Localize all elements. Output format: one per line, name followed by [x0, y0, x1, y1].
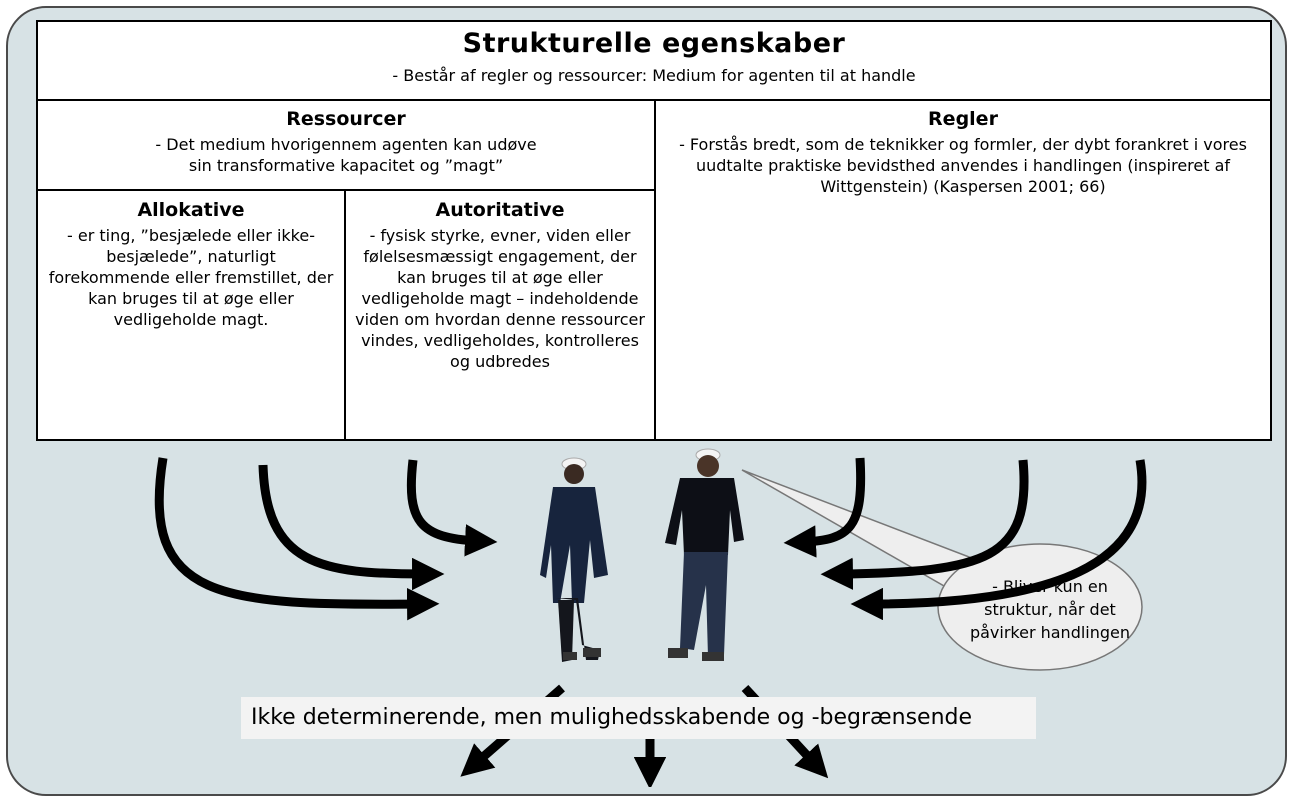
worker-figure-icon [540, 457, 608, 662]
regler-text: - Forstås bredt, som de teknikker og for… [679, 135, 1247, 196]
autoritative-text: - fysisk styrke, evner, viden eller føle… [355, 226, 645, 371]
arrow-right-3 [850, 459, 1147, 621]
arrow-left-2 [258, 464, 445, 591]
ressourcer-heading: Ressourcer [286, 108, 406, 130]
arrow-left-3 [406, 459, 498, 557]
ressourcer-box: Ressourcer - Det medium hvorigennem agen… [36, 99, 656, 191]
diagram-subtitle: - Består af regler og ressourcer: Medium… [392, 66, 916, 85]
bottom-label: Ikke determinerende, men mulighedsskaben… [241, 697, 1036, 739]
arrow-right-1 [783, 457, 866, 558]
autoritative-heading: Autoritative [435, 199, 565, 221]
arrow-right-2 [820, 459, 1029, 591]
allokative-text: - er ting, ”besjælede eller ikke-besjæle… [48, 226, 334, 329]
ressourcer-text: - Det medium hvorigennem agenten kan udø… [155, 135, 537, 175]
arrow-left-1 [154, 457, 440, 621]
allokative-box: Allokative - er ting, ”besjælede eller i… [36, 189, 346, 441]
header-box: Strukturelle egenskaber - Består af regl… [36, 20, 1272, 101]
autoritative-box: Autoritative - fysisk styrke, evner, vid… [344, 189, 656, 441]
regler-box: Regler - Forstås bredt, som de teknikker… [654, 99, 1272, 441]
diagram-title: Strukturelle egenskaber [462, 28, 846, 59]
regler-heading: Regler [928, 108, 998, 130]
worker-figure-icon [665, 448, 744, 661]
allokative-heading: Allokative [137, 199, 245, 221]
callout-text: - Bliver kun en struktur, når det påvirk… [969, 577, 1131, 642]
